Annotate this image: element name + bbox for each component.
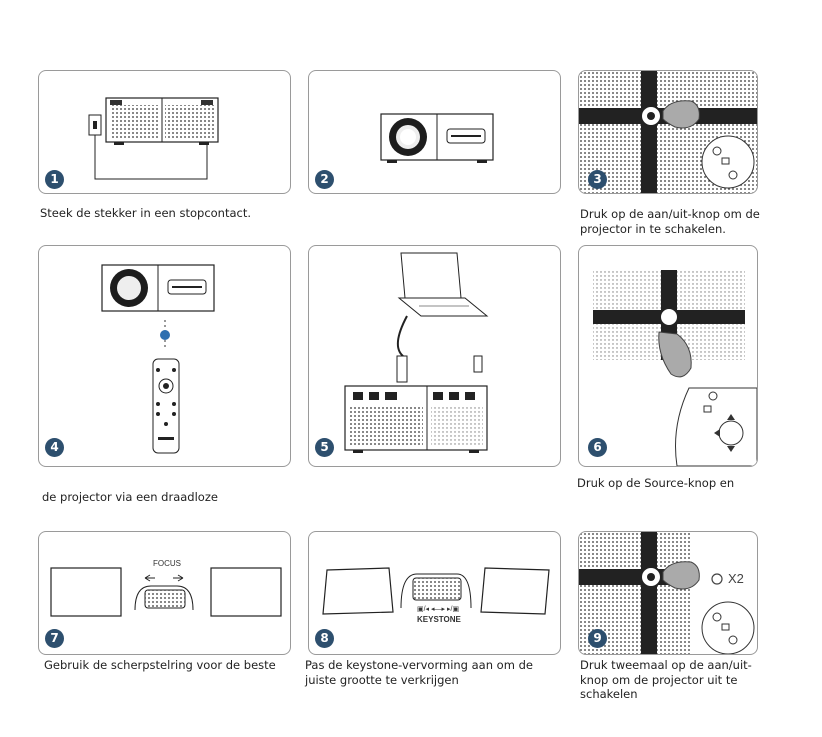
focus-label: FOCUS bbox=[153, 559, 181, 568]
step-9-panel: X2 9 bbox=[578, 531, 758, 655]
keystone-label: KEYSTONE bbox=[417, 615, 461, 624]
times-two-label: X2 bbox=[728, 571, 744, 586]
projector-plug-illustration bbox=[88, 97, 219, 180]
step-7-panel: FOCUS 7 bbox=[38, 531, 291, 655]
step-8-panel: ▣/◂ ◂—▸ ▸/▣ KEYSTONE 8 bbox=[308, 531, 561, 655]
step-3-panel: 3 bbox=[578, 70, 758, 194]
step-9-caption: Druk tweemaal op de aan/uit-knop om de p… bbox=[580, 658, 752, 701]
step-number-badge: 5 bbox=[315, 438, 334, 457]
step-1-caption: Steek de stekker in een stopcontact. bbox=[40, 206, 252, 220]
step-1-panel: 1 bbox=[38, 70, 291, 194]
remote-pairing-illustration bbox=[101, 264, 215, 454]
step-4-panel: 4 bbox=[38, 245, 291, 467]
step-number-badge: 9 bbox=[588, 629, 607, 648]
step-number-badge: 6 bbox=[588, 438, 607, 457]
step-6-panel: OK 6 bbox=[578, 245, 758, 467]
step-number-badge: 2 bbox=[315, 170, 334, 189]
source-button-press-illustration bbox=[593, 270, 757, 466]
projector-front-illustration bbox=[380, 113, 494, 163]
step-8-caption: Pas de keystone-vervorming aan om de jui… bbox=[305, 658, 533, 687]
step-number-badge: 4 bbox=[45, 438, 64, 457]
step-4-caption: de projector via een draadloze bbox=[42, 490, 218, 504]
step-6-caption: Druk op de Source-knop en bbox=[577, 476, 735, 490]
step-number-badge: 3 bbox=[588, 170, 607, 189]
focus-adjustment-illustration bbox=[50, 567, 282, 617]
step-number-badge: 8 bbox=[315, 629, 334, 648]
laptop-hdmi-connection-illustration bbox=[344, 252, 489, 453]
power-button-press-illustration bbox=[579, 71, 757, 193]
step-number-badge: 1 bbox=[45, 170, 64, 189]
step-7-caption: Gebruik de scherpstelring voor de beste bbox=[44, 658, 276, 672]
keystone-adjustment-illustration bbox=[322, 567, 550, 615]
keystone-marks: ▣/◂ ◂—▸ ▸/▣ bbox=[417, 606, 460, 613]
step-3-caption: Druk op de aan/uit-knop om de projector … bbox=[580, 207, 760, 236]
power-off-double-press-illustration bbox=[579, 532, 755, 654]
step-number-badge: 7 bbox=[45, 629, 64, 648]
step-5-panel: 5 bbox=[308, 245, 561, 467]
step-2-panel: 2 bbox=[308, 70, 561, 194]
